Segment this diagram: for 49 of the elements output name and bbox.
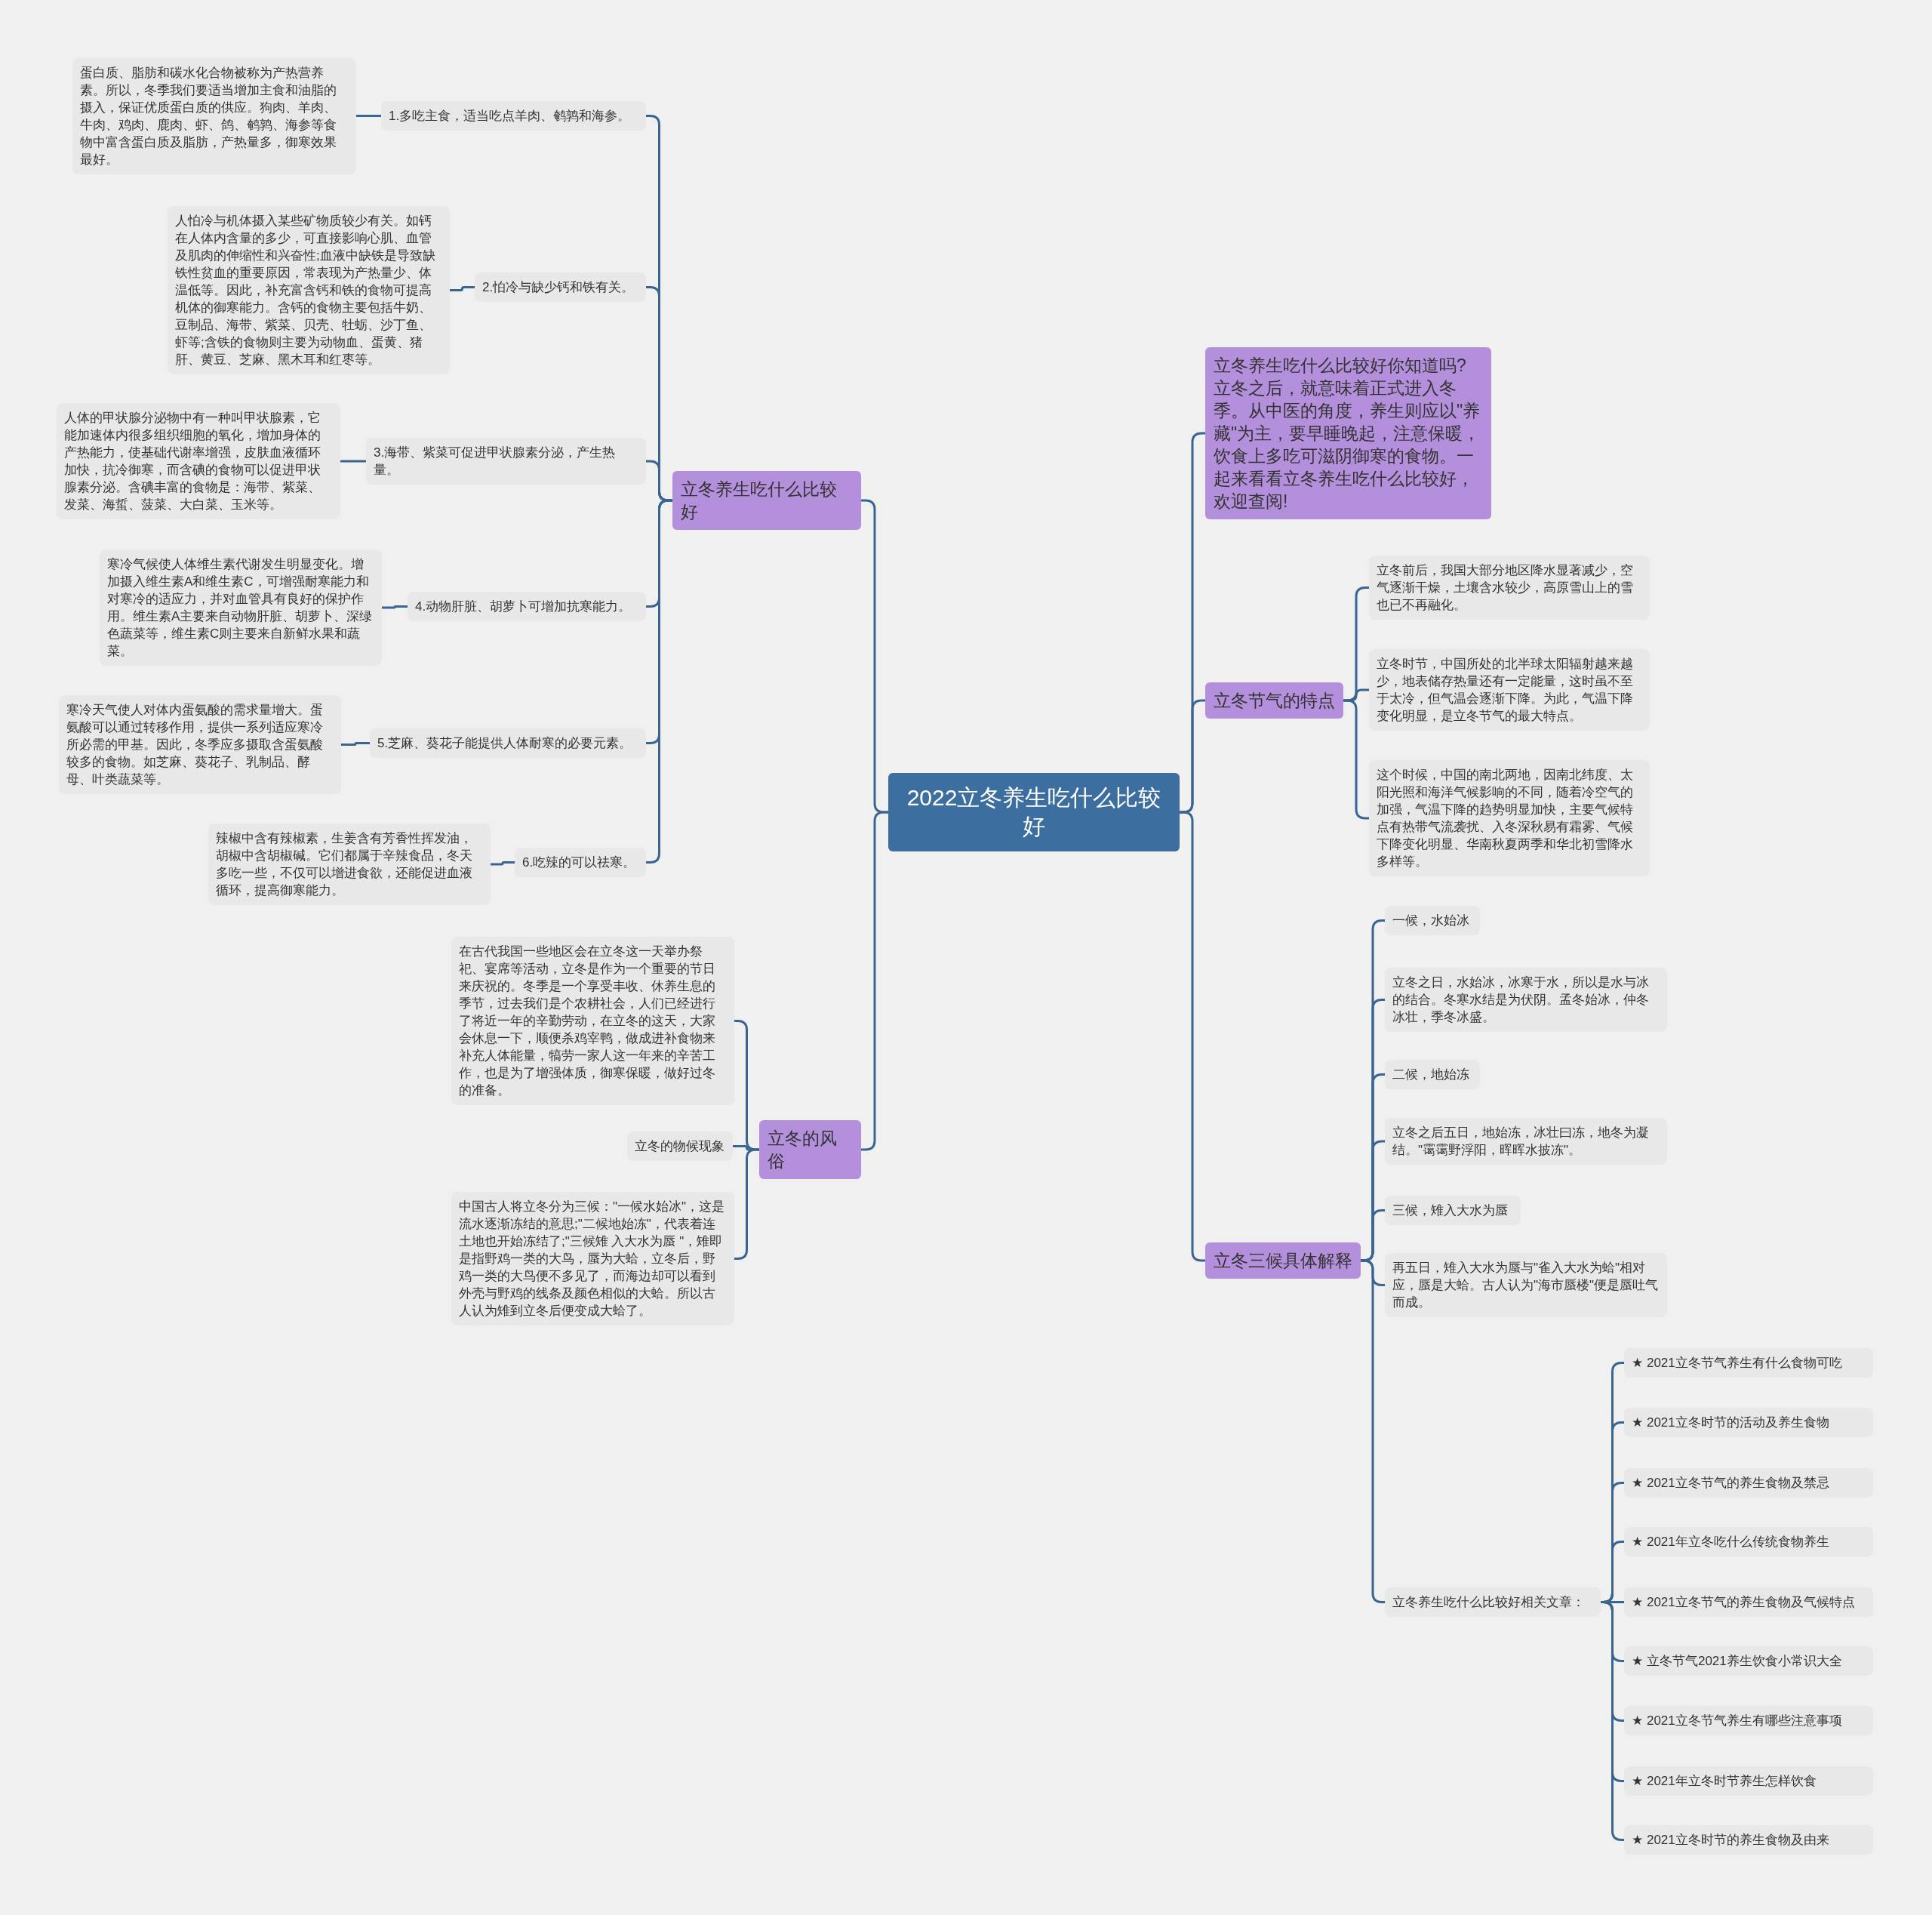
connector-line — [861, 811, 888, 1151]
topic-box: 5.芝麻、葵花子能提供人体耐寒的必要元素。 — [370, 728, 646, 758]
topic-box: 2.怕冷与缺少钙和铁有关。 — [475, 272, 646, 302]
topic-box: 立冬之日，水始冰，冰寒于水，所以是水与冰的结合。冬寒水结是为伏阴。孟冬始冰，仲冬冰壮，季冬冰盛。 — [1385, 968, 1667, 1032]
topic-box: 3.海带、紫菜可促进甲状腺素分泌，产生热量。 — [366, 438, 646, 485]
connector-line — [646, 499, 672, 864]
branch-topic: 立冬三候具体解释 — [1205, 1242, 1361, 1279]
topic-box: ★ 2021年立冬时节养生怎样饮食 — [1624, 1766, 1873, 1796]
topic-box: 6.吃辣的可以祛寒。 — [515, 848, 646, 877]
topic-box: 寒冷天气使人对体内蛋氨酸的需求量增大。蛋氨酸可以通过转移作用，提供一系列适应寒冷所必需的甲基。因此，冬季应多摄取含蛋氨酸较多的食物。如芝麻、葵花子、乳制品、酵母、叶类蔬菜等。 — [59, 695, 341, 794]
topic-box: 寒冷气候使人体维生素代谢发生明显变化。增加摄入维生素A和维生素C，可增强耐寒能力和对寒冷的适应力，并对血管具有良好的保护作用。维生素A主要来自动物肝脏、胡萝卜、深绿色蔬菜等，维生素C则主要来自新鲜水果和蔬菜。 — [100, 550, 382, 666]
branch-topic: 立冬养生吃什么比较好 — [672, 471, 861, 530]
connector-line — [450, 286, 475, 291]
topic-box: 人怕冷与机体摄入某些矿物质较少有关。如钙在人体内含量的多少，可直接影响心肌、血管及肌肉的伸缩性和兴奋性;血液中缺铁是导致缺铁性贫血的重要原因，常表现为产热量少、体温低等。因此，补充富含钙和铁的食物可提高机体的御寒能力。含钙的食物主要包括牛奶、豆制品、海带、紫菜、贝壳、牡蛎、沙丁鱼、虾等;含铁的食物则主要为动物血、蛋黄、猪肝、黄豆、芝麻、黑木耳和红枣等。 — [168, 206, 450, 374]
branch-topic: 立冬节气的特点 — [1205, 682, 1343, 719]
central-topic: 2022立冬养生吃什么比较好 — [888, 773, 1180, 851]
topic-box: ★ 2021立冬时节的养生食物及由来 — [1624, 1825, 1873, 1855]
topic-box: 在古代我国一些地区会在立冬这一天举办祭祀、宴席等活动，立冬是作为一个重要的节日来庆祝的。冬季是一个享受丰收、休养生息的季节，过去我们是个农耕社会，人们已经进行了将近一年的辛勤劳动，在立冬的这天，大家会休息一下，顺便杀鸡宰鸭，做成进补食物来补充人体能量，犒劳一家人这一年来的辛苦工作，也是为了增强体质，御寒保暖，做好过冬的准备。 — [451, 937, 734, 1105]
topic-box: ★ 立冬节气2021养生饮食小常识大全 — [1624, 1646, 1873, 1676]
topic-box: 立冬之后五日，地始冻，冰壮曰冻，地冬为凝结。"霭霭野浮阳，晖晖水披冻"。 — [1385, 1118, 1667, 1165]
topic-box: ★ 2021立冬节气的养生食物及气候特点 — [1624, 1587, 1873, 1617]
topic-box: 人体的甲状腺分泌物中有一种叫甲状腺素，它能加速体内很多组织细胞的氧化，增加身体的产热能力，使基础代谢率增强，皮肤血液循环加快，抗冷御寒，而含碘的食物可以促进甲状腺素分泌。含碘丰富的食物是：海带、紫菜、发菜、海蜇、菠菜、大白菜、玉米等。 — [57, 403, 340, 519]
topic-box: ★ 2021立冬节气的养生食物及禁忌 — [1624, 1468, 1873, 1498]
topic-box: ★ 2021立冬时节的活动及养生食物 — [1624, 1408, 1873, 1437]
topic-box: 立冬养生吃什么比较好相关文章： — [1385, 1587, 1601, 1617]
branch-topic: 立冬养生吃什么比较好你知道吗?立冬之后，就意味着正式进入冬季。从中医的角度，养生则应以"养藏"为主，要早睡晚起，注意保暖，饮食上多吃可滋阴御寒的食物。一起来看看立冬养生吃什么比较好，欢迎查阅! — [1205, 347, 1491, 519]
connector-line — [356, 115, 381, 117]
connector-line — [341, 742, 370, 746]
topic-box: ★ 2021立冬节气养生有哪些注意事项 — [1624, 1706, 1873, 1735]
topic-box: 这个时候，中国的南北两地，因南北纬度、太阳光照和海洋气候影响的不同，随着冷空气的加强，气温下降的趋势明显加快，主要气候特点有热带气流袭扰、入冬深秋易有霜雾、气候下降变化明显、华南秋夏两季和华北初雪降水多样等。 — [1369, 760, 1650, 876]
topic-box: 三候，雉入大水为蜃 — [1385, 1196, 1521, 1225]
topic-box: 再五日，雉入大水为蜃与"雀入大水为蛤"相对应，蜃是大蛤。古人认为"海市蜃楼"便是蜃吐气而成。 — [1385, 1253, 1667, 1317]
topic-box: 4.动物肝脏、胡萝卜可增加抗寒能力。 — [408, 592, 646, 621]
connector-line — [382, 605, 408, 609]
topic-box: 1.多吃主食，适当吃点羊肉、鹌鹑和海参。 — [381, 101, 646, 131]
topic-box: 二候，地始冻 — [1385, 1060, 1480, 1089]
topic-box: 中国古人将立冬分为三候："一候水始冰"，这是流水逐渐冻结的意思;"二候地始冻"，代表着连土地也开始冻结了;"三候雉 入大水为蜃 "，雉即是指野鸡一类的大鸟，蜃为大蛤，立冬后，野鸡一类的大鸟便不多见了，而海边却可以看到外壳与野鸡的线条及颜色相似的大蛤。所以古人认为雉到立冬后便变成大蛤了。 — [451, 1192, 734, 1325]
connector-line — [1361, 1259, 1385, 1603]
connector-line — [340, 460, 366, 463]
connector-line — [491, 861, 515, 866]
branch-topic: 立冬的风俗 — [759, 1120, 861, 1179]
topic-box: 立冬前后，我国大部分地区降水显著减少，空气逐渐干燥，土壤含水较少，高原雪山上的雪也已不再融化。 — [1369, 556, 1650, 620]
topic-box: 立冬的物候现象 — [627, 1131, 733, 1161]
topic-box: 立冬时节，中国所处的北半球太阳辐射越来越少，地表储存热量还有一定能量，这时虽不至于太冷，但气温会逐渐下降。为此，气温下降变化明显，是立冬节气的最大特点。 — [1369, 649, 1650, 731]
topic-box: 一候，水始冰 — [1385, 906, 1480, 935]
topic-box: ★ 2021年立冬吃什么传统食物养生 — [1624, 1527, 1873, 1556]
topic-box: ★ 2021立冬节气养生有什么食物可吃 — [1624, 1348, 1873, 1378]
topic-box: 蛋白质、脂肪和碳水化合物被称为产热营养素。所以，冬季我们要适当增加主食和油脂的摄入，保证优质蛋白质的供应。狗肉、羊肉、牛肉、鸡肉、鹿肉、虾、鸽、鹌鹑、海参等食物中富含蛋白质及脂肪，产热量多，御寒效果最好。 — [72, 58, 356, 174]
topic-box: 辣椒中含有辣椒素，生姜含有芳香性挥发油，胡椒中含胡椒碱。它们都属于辛辣食品，冬天多吃一些，不仅可以增进食欲，还能促进血液循环，提高御寒能力。 — [208, 824, 491, 905]
